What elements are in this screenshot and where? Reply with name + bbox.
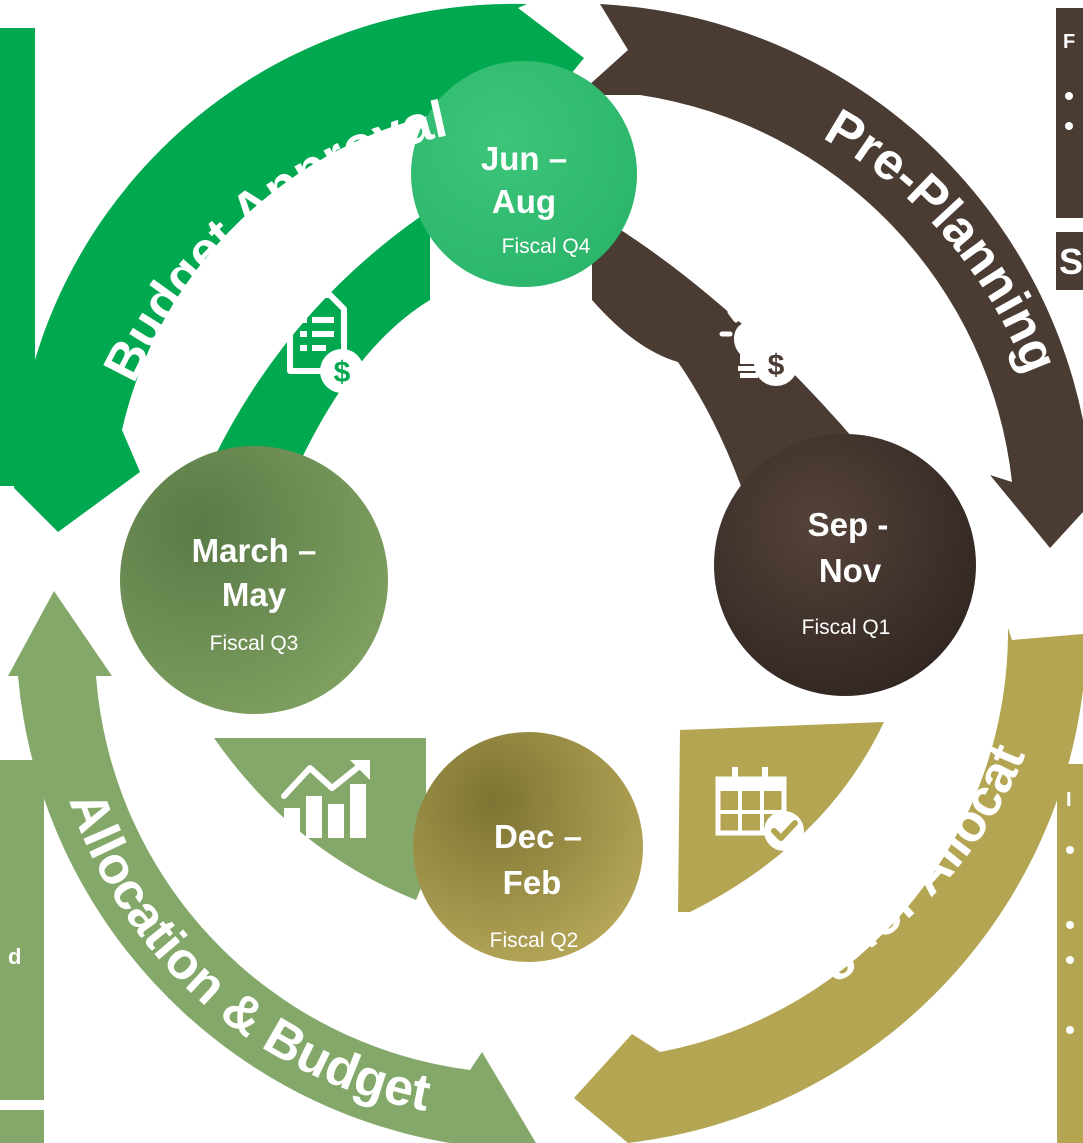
right-box-text: S bbox=[1059, 241, 1083, 282]
right-brown-panel bbox=[1056, 8, 1083, 218]
q3-period-line1: March – bbox=[192, 532, 317, 569]
q4-period-line1: Jun – bbox=[481, 140, 567, 177]
right-brown-box bbox=[1056, 232, 1083, 290]
pre-planning-label: Pre-Planning bbox=[816, 98, 1070, 380]
q4-period-line2: Aug bbox=[492, 183, 556, 220]
right-gold-bullet bbox=[1066, 956, 1074, 964]
document-dollar-icon: $ bbox=[287, 292, 364, 393]
q1-fiscal-label: Fiscal Q1 bbox=[802, 616, 891, 639]
quarter-q1-circle: Sep - Nov Fiscal Q1 bbox=[714, 434, 976, 696]
quarter-q4-circle: Jun – Aug Fiscal Q4 bbox=[411, 61, 637, 287]
left-olive-panel-bottom bbox=[0, 1110, 44, 1143]
q2-period-line2: Feb bbox=[503, 864, 562, 901]
q4-fiscal-label: Fiscal Q4 bbox=[502, 235, 591, 258]
q3-fiscal-label: Fiscal Q3 bbox=[210, 632, 299, 655]
quarter-q3-circle: March – May Fiscal Q3 bbox=[120, 446, 388, 714]
left-olive-panel bbox=[0, 760, 44, 1100]
pre-planning-arrow bbox=[578, 4, 1083, 548]
budget-approval-arrow bbox=[14, 3, 584, 532]
bar-chart-growth-icon bbox=[281, 760, 370, 838]
left-panel-text: d bbox=[8, 944, 21, 969]
q2-period-line1: Dec – bbox=[494, 818, 582, 855]
svg-text:$: $ bbox=[334, 356, 351, 389]
svg-text:$: $ bbox=[768, 349, 785, 382]
calendar-check-icon bbox=[715, 767, 804, 851]
q3-period-line2: May bbox=[222, 576, 287, 613]
right-panel-bullet bbox=[1065, 122, 1073, 130]
q1-period-line1: Sep - bbox=[808, 506, 889, 543]
pre-planning-label-path: Pre-Planning bbox=[816, 98, 1070, 380]
q2-fiscal-label: Fiscal Q2 bbox=[490, 929, 579, 952]
planning-allocation-arrow bbox=[574, 628, 1083, 1143]
right-panel-bullet bbox=[1065, 92, 1073, 100]
right-gold-bullet bbox=[1066, 846, 1074, 854]
quarter-q2-circle: Dec – Feb Fiscal Q2 bbox=[413, 732, 643, 962]
right-gold-bullet bbox=[1066, 921, 1074, 929]
q1-period-line2: Nov bbox=[819, 552, 882, 589]
lightbulb-dollar-icon: $ bbox=[719, 299, 798, 386]
right-gold-bullet bbox=[1066, 1026, 1074, 1034]
right-gold-label: I bbox=[1066, 789, 1072, 811]
allocation-budget-arrow bbox=[8, 591, 536, 1143]
pre-planning-inner-arc bbox=[592, 212, 880, 505]
right-panel-label: F bbox=[1063, 31, 1075, 53]
right-gold-panel bbox=[1057, 764, 1083, 1143]
